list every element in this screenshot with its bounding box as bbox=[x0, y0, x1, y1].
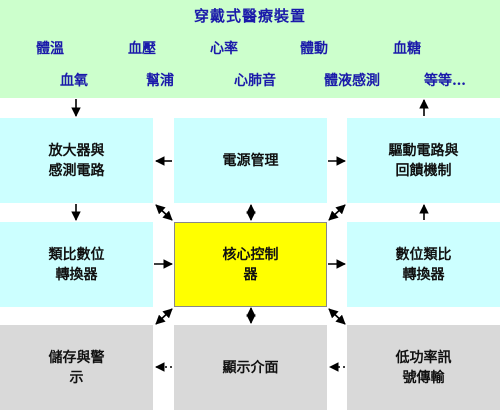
signal-blood-oxygen: 血氧 bbox=[60, 73, 88, 89]
signal-body-temperature: 體溫 bbox=[36, 41, 64, 57]
signal-heart-rate: 心率 bbox=[210, 41, 238, 57]
signal-etc: 等等… bbox=[424, 73, 466, 89]
driver-feedback-label: 驅動電路與 回饋機制 bbox=[388, 142, 459, 179]
core-controller-block: 核心控制 器 bbox=[174, 222, 327, 307]
signal-pump: 幫浦 bbox=[146, 73, 174, 89]
arrow-core-storage-diag bbox=[155, 308, 173, 325]
dac-block: 數位類比 轉換器 bbox=[347, 222, 500, 307]
low-power-transmission-block: 低功率訊 號傳輸 bbox=[347, 325, 500, 410]
adc-label: 類比數位 轉換器 bbox=[48, 246, 105, 283]
low-power-transmission-label: 低功率訊 號傳輸 bbox=[395, 349, 452, 386]
arrow-core-dac-diag bbox=[328, 204, 346, 221]
display-interface-block: 顯示介面 bbox=[174, 325, 327, 410]
storage-alert-label: 儲存與警 示 bbox=[48, 349, 105, 386]
arrow-core-wireless-diag bbox=[328, 308, 346, 325]
driver-feedback-block: 驅動電路與 回饋機制 bbox=[347, 118, 500, 203]
display-interface-label: 顯示介面 bbox=[222, 359, 279, 376]
signal-cardiopulmonary-sound: 心肺音 bbox=[234, 73, 276, 89]
signal-body-motion: 體動 bbox=[300, 41, 328, 57]
core-controller-label: 核心控制 器 bbox=[222, 246, 279, 283]
power-management-label: 電源管理 bbox=[222, 152, 279, 169]
sensor-header-panel: 穿戴式醫療裝置 體溫 血壓 心率 體動 血糖 血氧 幫浦 心肺音 體液感測 等等… bbox=[0, 0, 500, 98]
amplifier-sensing-block: 放大器與 感測電路 bbox=[0, 118, 153, 203]
adc-block: 類比數位 轉換器 bbox=[0, 222, 153, 307]
dac-label: 數位類比 轉換器 bbox=[395, 246, 452, 283]
signal-blood-pressure: 血壓 bbox=[128, 41, 156, 57]
signal-body-fluid-sensing: 體液感測 bbox=[324, 73, 380, 89]
power-management-block: 電源管理 bbox=[174, 118, 327, 203]
storage-alert-block: 儲存與警 示 bbox=[0, 325, 153, 410]
device-title: 穿戴式醫療裝置 bbox=[193, 7, 306, 25]
arrow-core-power-adc-diag bbox=[155, 204, 173, 221]
signal-blood-glucose: 血糖 bbox=[393, 41, 421, 57]
amplifier-sensing-label: 放大器與 感測電路 bbox=[48, 142, 105, 179]
